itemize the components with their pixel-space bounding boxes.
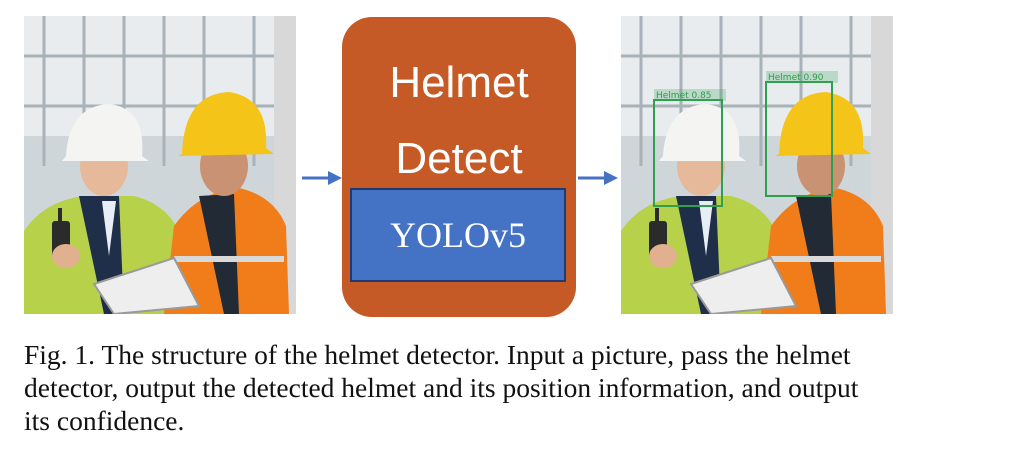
input-photo [24, 16, 296, 314]
caption-line: Fig. 1. The structure of the helmet dete… [24, 339, 851, 370]
yolo-model-block: YOLOv5 [350, 188, 566, 282]
detection-box [765, 81, 833, 197]
detector-title-line2: Detect [395, 134, 523, 183]
construction-workers-detected-illustration: Helmet 0.85 Helmet 0.90 [621, 16, 893, 314]
caption-line: its confidence. [24, 405, 185, 436]
arrow-right-icon [578, 171, 618, 185]
arrow-right-icon [302, 171, 342, 185]
construction-workers-illustration [24, 16, 296, 314]
caption-line: detector, output the detected helmet and… [24, 372, 859, 403]
detection-label: Helmet 0.90 [768, 73, 824, 83]
helmet-detector-block: Helmet Detect YOLOv5 [342, 17, 576, 317]
detection-box [653, 99, 723, 207]
detection-label: Helmet 0.85 [656, 91, 712, 101]
output-photo: Helmet 0.85 Helmet 0.90 [621, 16, 893, 314]
detector-title-line1: Helmet [389, 58, 529, 107]
yolo-model-label: YOLOv5 [390, 215, 526, 255]
figure-caption: Fig. 1. The structure of the helmet dete… [24, 338, 1004, 437]
